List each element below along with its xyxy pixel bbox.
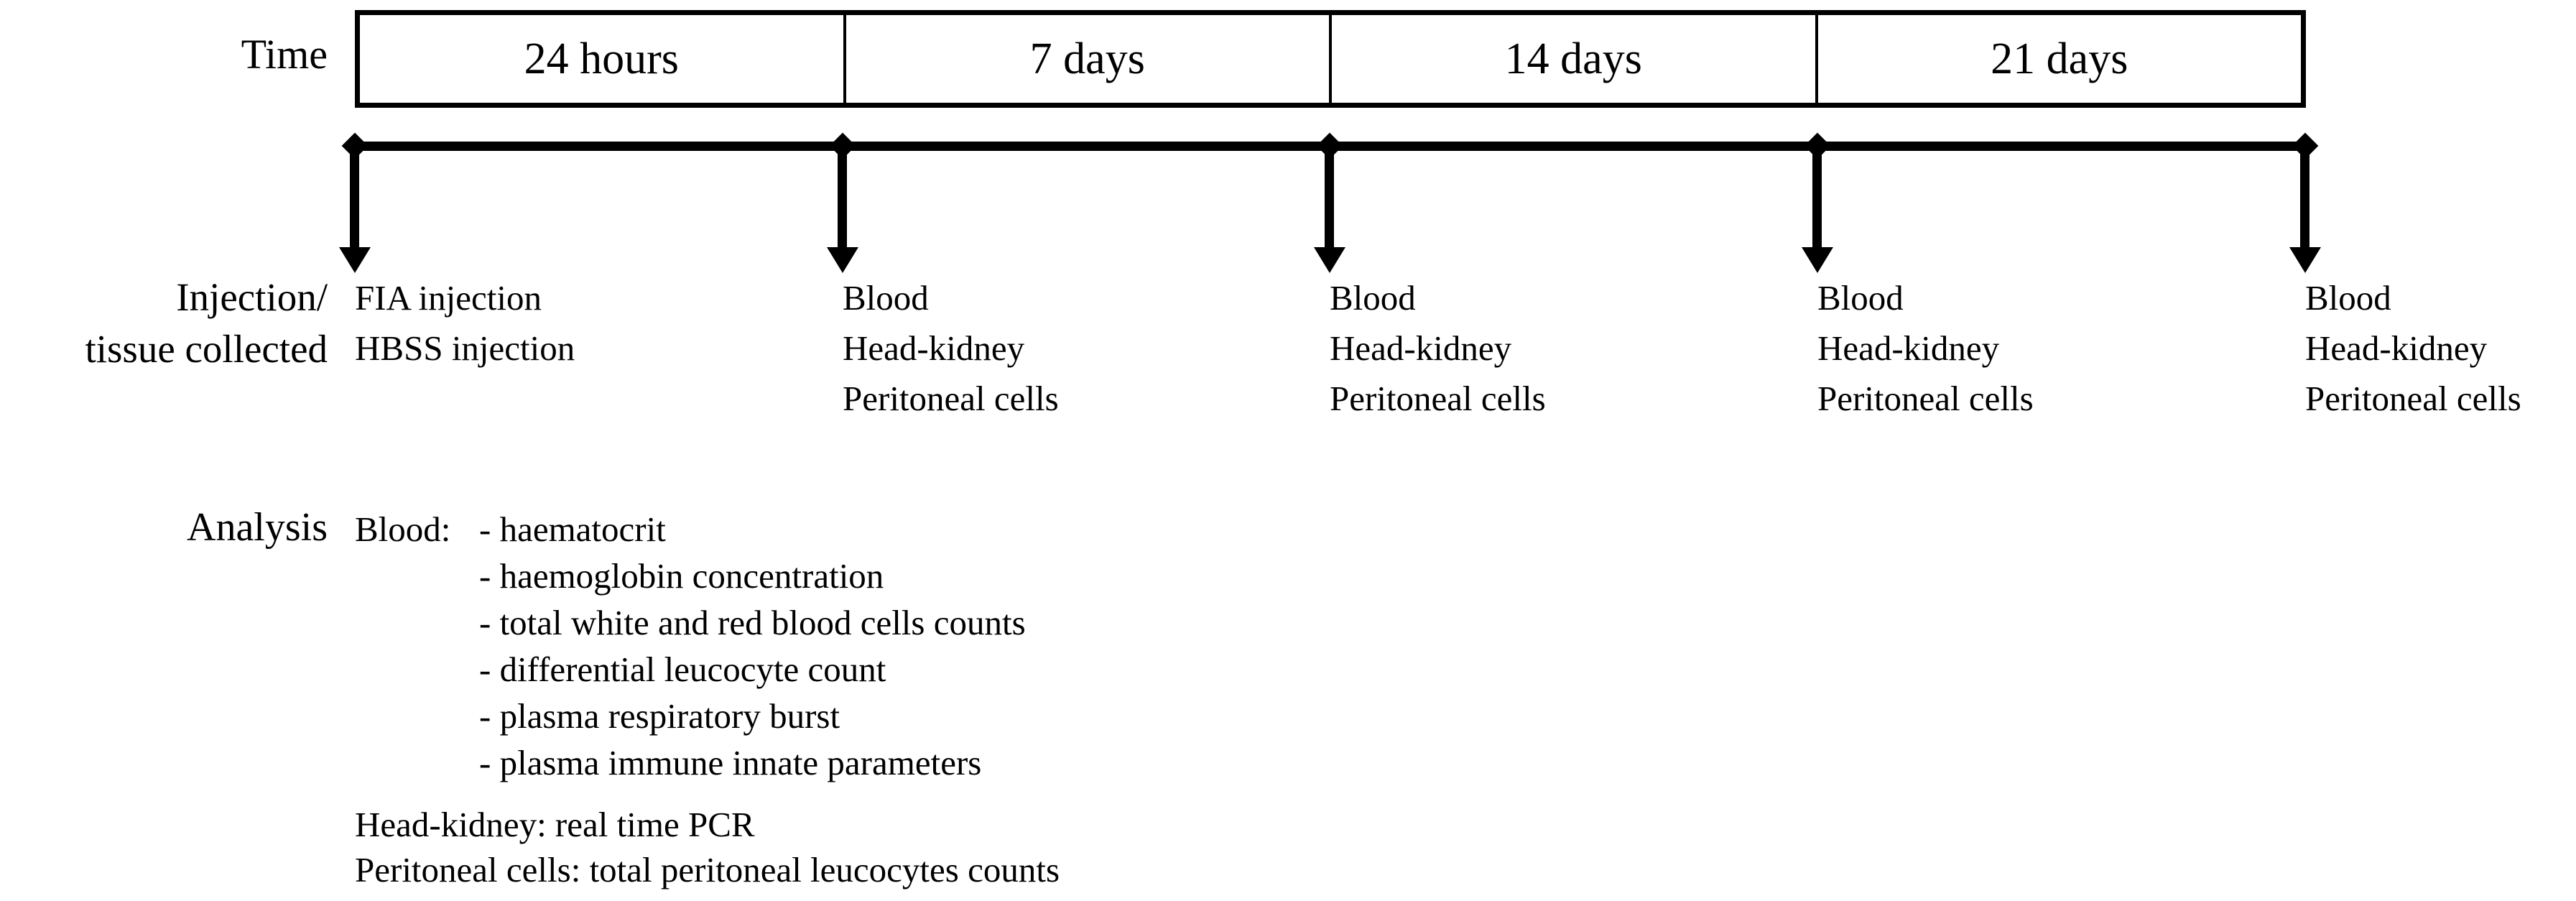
- timepoint-item: Blood: [1330, 278, 1416, 318]
- analysis-blood-items: - haematocrit - haemoglobin concentratio…: [479, 506, 1026, 786]
- time-row-label: Time: [241, 30, 328, 78]
- timepoint-item: Blood: [1817, 278, 1904, 318]
- analysis-blood-item: - total white and red blood cells counts: [479, 603, 1026, 642]
- time-box-7-days: 7 days: [843, 15, 1330, 103]
- time-box-21-days: 21 days: [1815, 15, 2302, 103]
- timepoint-item: FIA injection: [355, 278, 542, 318]
- timepoint-item: Peritoneal cells: [2305, 379, 2521, 418]
- timepoint-item: Peritoneal cells: [1330, 379, 1546, 418]
- timepoint-item: Head-kidney: [1330, 328, 1512, 368]
- time-box-14-days: 14 days: [1329, 15, 1815, 103]
- timepoint-item: Head-kidney: [2305, 328, 2488, 368]
- timepoint-item: Head-kidney: [843, 328, 1025, 368]
- timeline-vertical-line: [1812, 146, 1822, 249]
- analysis-row-label: Analysis: [187, 505, 328, 550]
- analysis-blood-item: - plasma respiratory burst: [479, 696, 840, 736]
- timeline-vertical-line: [350, 146, 359, 249]
- analysis-blood-label: Blood:: [355, 509, 451, 549]
- injection-row-label: Injection/ tissue collected: [0, 272, 328, 375]
- timepoint-item: Head-kidney: [1817, 328, 2000, 368]
- analysis-blood-item: - differential leucocyte count: [479, 650, 886, 689]
- analysis-head-kidney-line: Head-kidney: real time PCR: [355, 805, 755, 844]
- timepoint-column-24-hours: FIA injection HBSS injection: [355, 273, 575, 374]
- timepoint-item: Peritoneal cells: [843, 379, 1059, 418]
- timepoint-item: Blood: [843, 278, 929, 318]
- timepoint-item: HBSS injection: [355, 328, 575, 368]
- analysis-blood-block: Blood: - haematocrit - haemoglobin conce…: [355, 506, 1026, 786]
- timepoint-column-final: Blood Head-kidney Peritoneal cells: [2305, 273, 2521, 424]
- down-arrow-icon: [1802, 247, 1833, 273]
- analysis-tissues-block: Head-kidney: real time PCR Peritoneal ce…: [355, 802, 1060, 892]
- down-arrow-icon: [1314, 247, 1345, 273]
- timeline-vertical-line: [1325, 146, 1334, 249]
- analysis-blood-item: - haemoglobin concentration: [479, 556, 884, 596]
- analysis-peritoneal-line: Peritoneal cells: total peritoneal leuco…: [355, 850, 1060, 890]
- injection-row-label-line2: tissue collected: [85, 327, 328, 371]
- timeline-vertical-line: [2300, 146, 2309, 249]
- timepoint-column-7-days: Blood Head-kidney Peritoneal cells: [843, 273, 1059, 424]
- timepoint-item: Blood: [2305, 278, 2391, 318]
- down-arrow-icon: [339, 247, 371, 273]
- timepoint-column-21-days: Blood Head-kidney Peritoneal cells: [1817, 273, 2034, 424]
- timepoint-item: Peritoneal cells: [1817, 379, 2034, 418]
- injection-row-label-line1: Injection/: [176, 275, 328, 319]
- down-arrow-icon: [2289, 247, 2321, 273]
- time-period-boxes: 24 hours 7 days 14 days 21 days: [355, 10, 2306, 108]
- timepoint-column-14-days: Blood Head-kidney Peritoneal cells: [1330, 273, 1546, 424]
- time-box-24-hours: 24 hours: [524, 34, 679, 83]
- down-arrow-icon: [827, 247, 858, 273]
- analysis-blood-item: - haematocrit: [479, 509, 666, 549]
- analysis-blood-item: - plasma immune innate parameters: [479, 743, 982, 782]
- timeline-vertical-line: [838, 146, 847, 249]
